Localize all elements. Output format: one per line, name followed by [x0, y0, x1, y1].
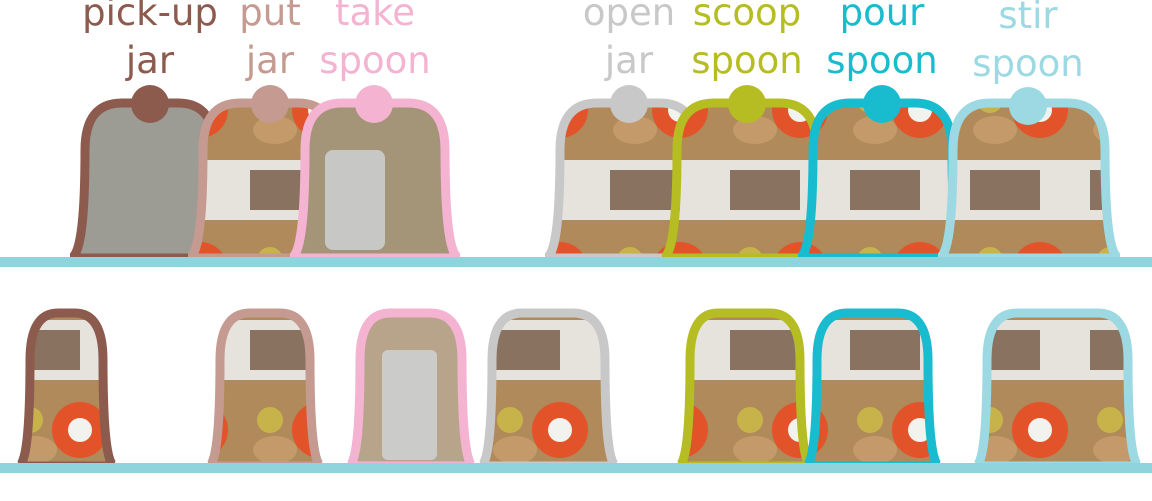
frame-bottom-open-jar [478, 308, 619, 471]
label-take-spoon-line1: take [335, 0, 415, 34]
label-pour-spoon-line1: pour [840, 0, 926, 34]
frame-bottom-scoop-spoon [676, 308, 814, 471]
label-put-jar-line1: put [239, 0, 300, 34]
label-scoop-spoon-line1: scoop [693, 0, 801, 34]
marker-dot [131, 85, 169, 123]
frame-bottom-take-spoon [346, 308, 476, 471]
frame-bottom-put-jar [206, 308, 324, 471]
top-labels: pick-up jar put jar take spoon open jar … [82, 0, 1084, 85]
marker-dot [863, 85, 901, 123]
marker-dot [355, 85, 393, 123]
frame-bottom-pour-spoon [803, 308, 942, 471]
frame-top-stir-spoon [936, 87, 1122, 263]
frame-bottom-stir-spoon [973, 308, 1142, 471]
label-pour-spoon-line2: spoon [826, 39, 938, 82]
label-put-jar-line2: jar [245, 39, 295, 82]
label-open-jar-line1: open [583, 0, 675, 34]
marker-dot [728, 85, 766, 123]
timeline-bar [0, 463, 1152, 473]
timeline-bar [0, 257, 1152, 267]
label-stir-spoon-line2: spoon [972, 42, 1084, 85]
marker-dot [251, 85, 289, 123]
marker-dot [610, 85, 648, 123]
bottom-timeline [0, 308, 1152, 473]
label-take-spoon-line2: spoon [319, 39, 431, 82]
label-pick-up-jar-line2: jar [125, 39, 175, 82]
label-pick-up-jar-line1: pick-up [82, 0, 218, 34]
label-open-jar-line2: jar [604, 39, 654, 82]
top-timeline [0, 85, 1152, 267]
frame-top-take-spoon [288, 85, 462, 263]
marker-dot [1009, 87, 1047, 125]
frame-bottom-pick-up-jar [16, 308, 117, 471]
label-scoop-spoon-line2: spoon [691, 39, 803, 82]
frame-top-pour-spoon [796, 85, 969, 263]
label-stir-spoon-line1: stir [998, 0, 1058, 37]
